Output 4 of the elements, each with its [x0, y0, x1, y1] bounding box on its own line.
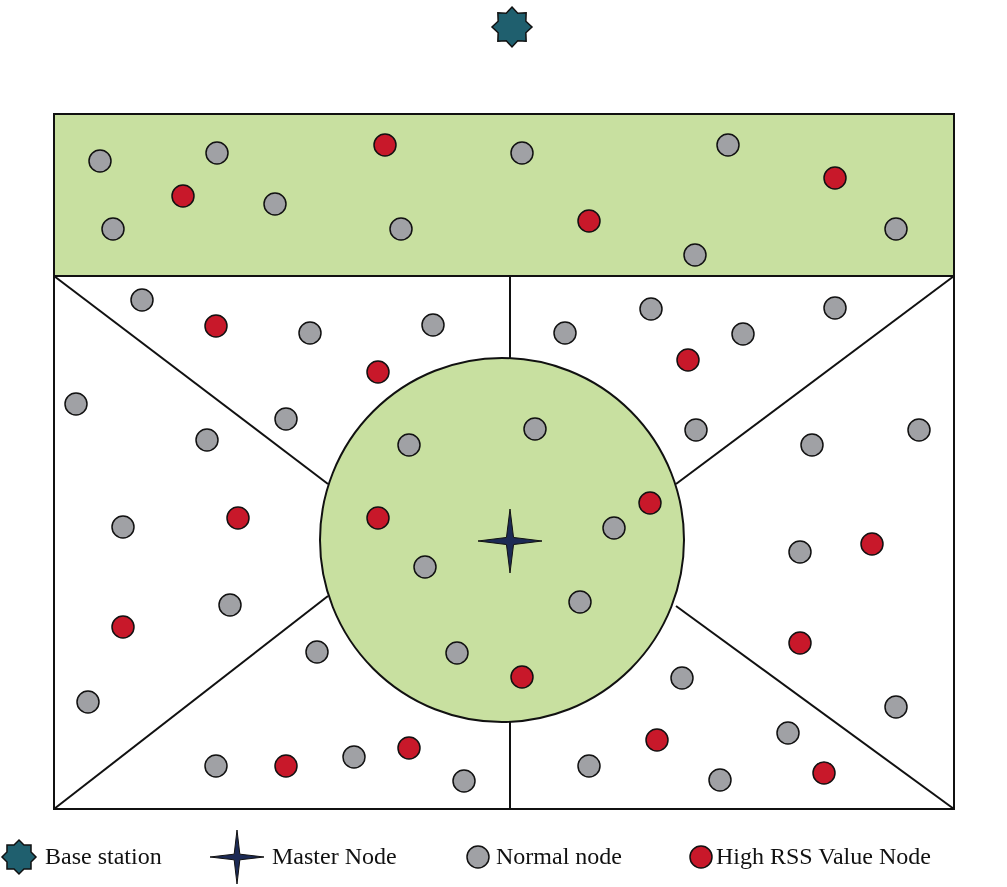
legend-text: Normal node	[496, 842, 622, 870]
legend-text: Master Node	[272, 842, 397, 870]
legend-text: High RSS Value Node	[716, 842, 931, 870]
legend-text: Base station	[45, 842, 162, 870]
